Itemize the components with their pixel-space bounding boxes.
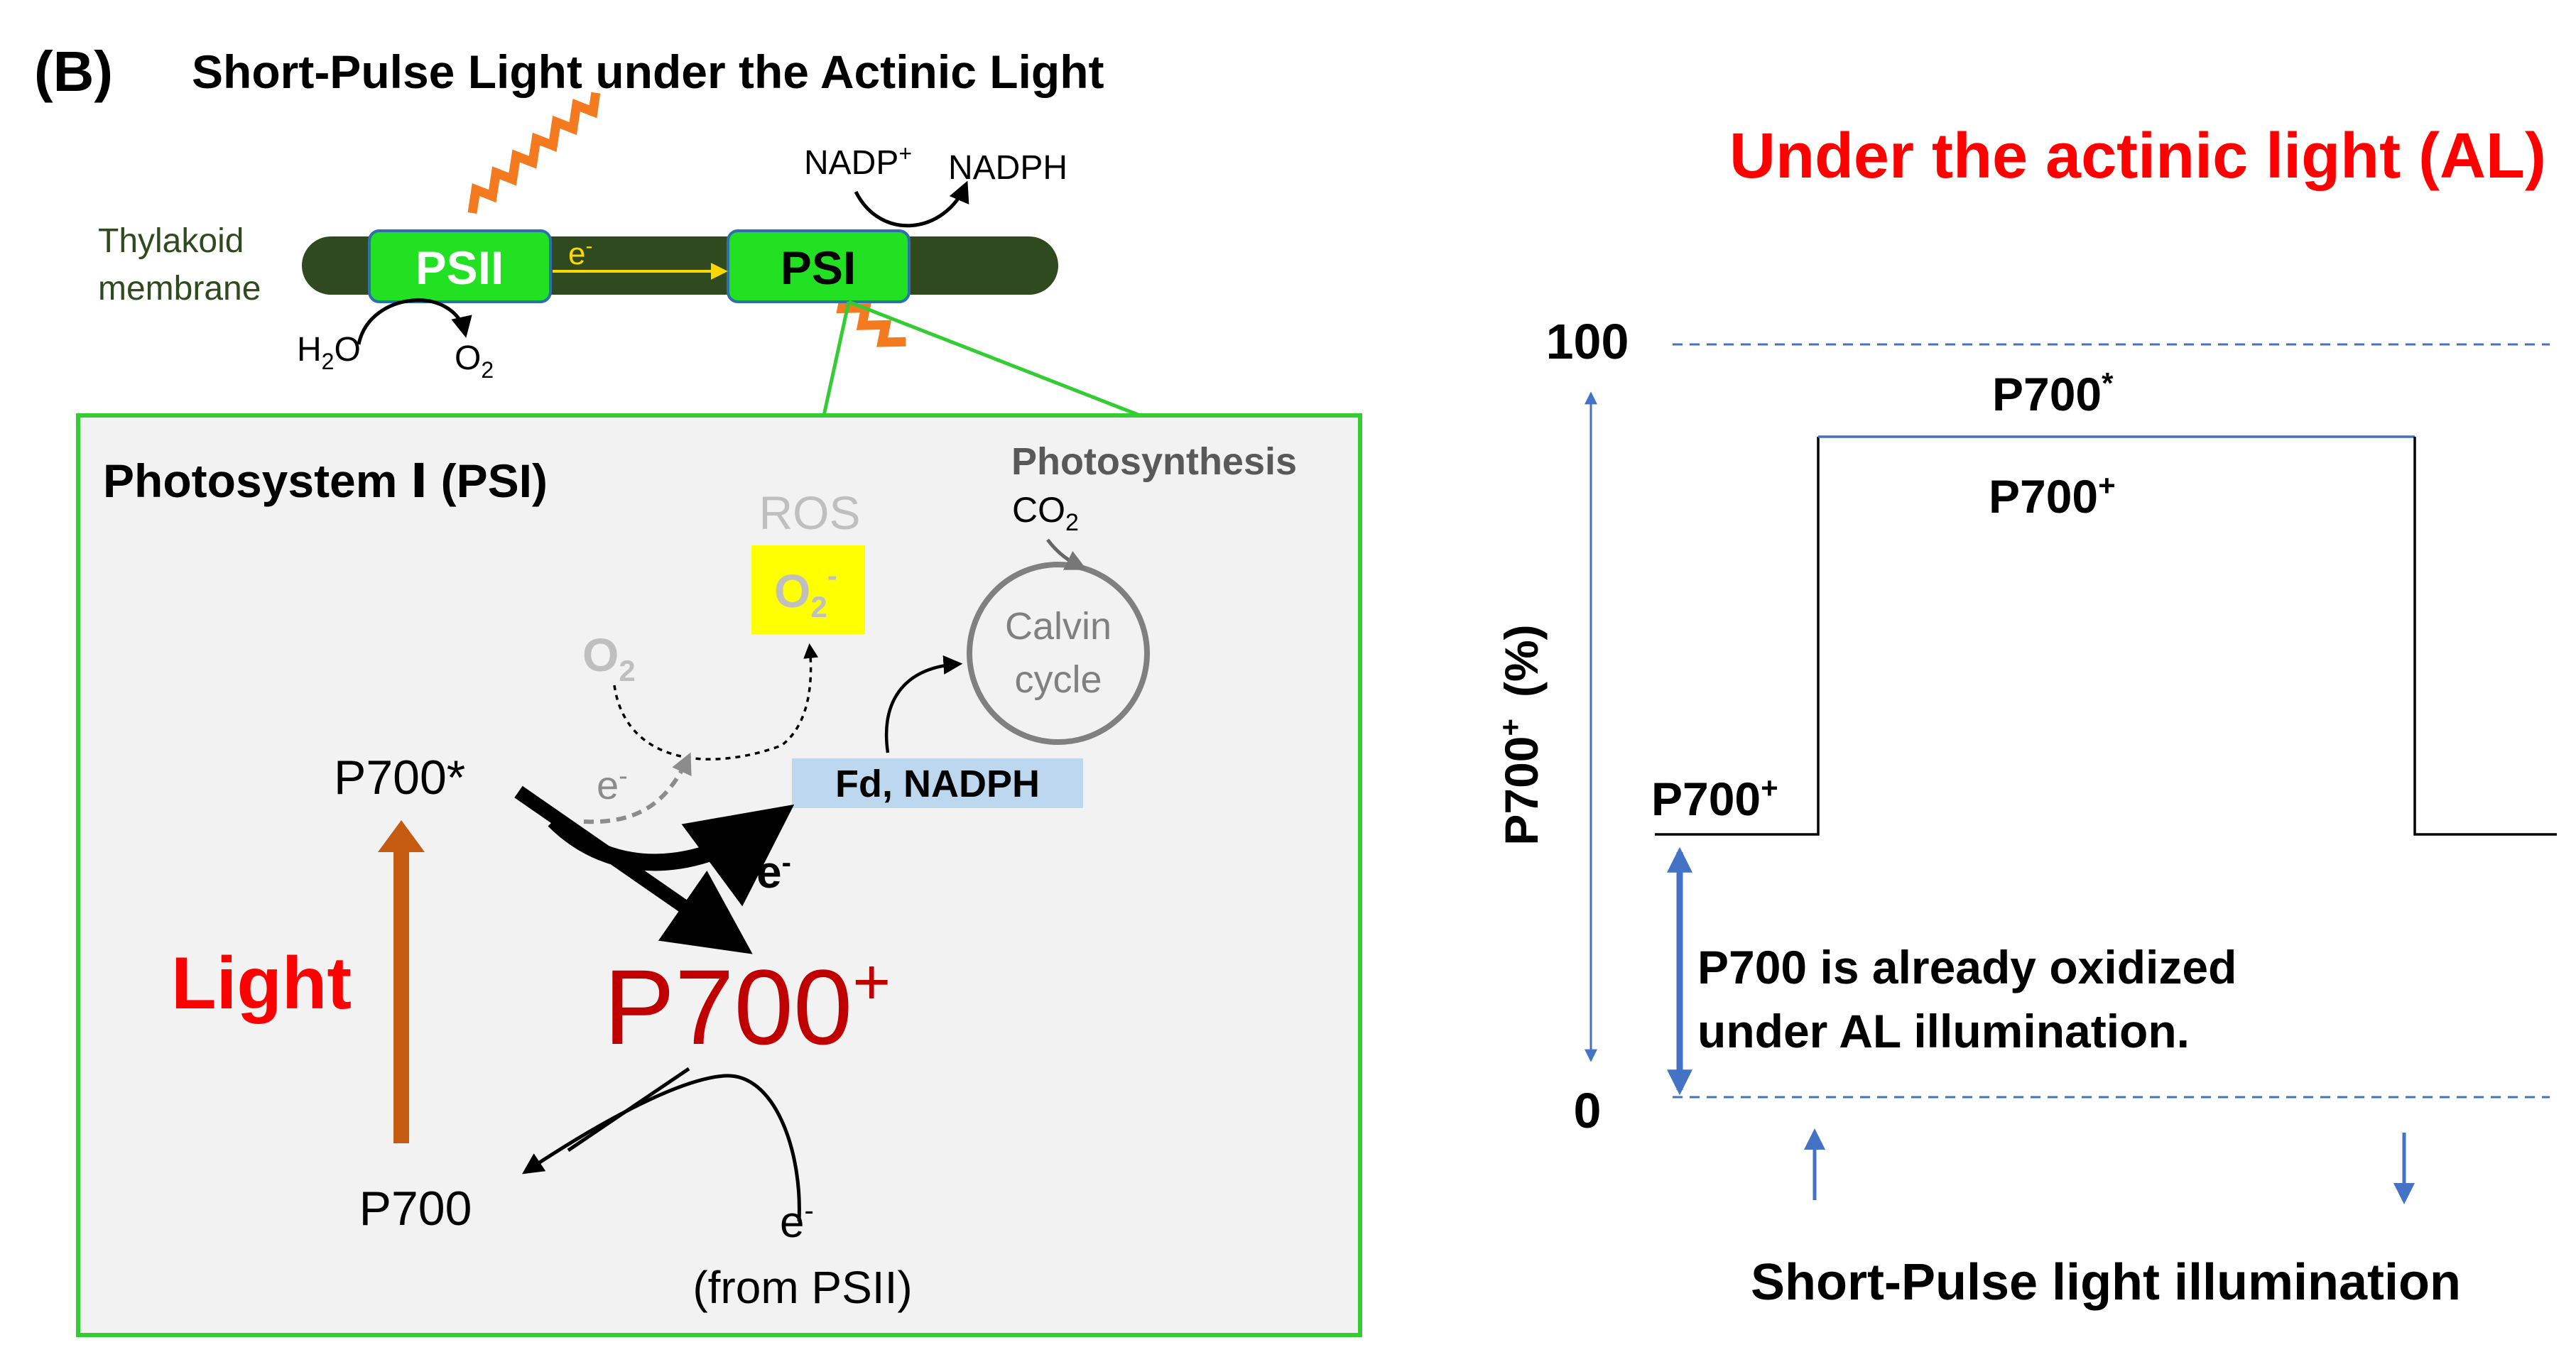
p700-trace-fall [2413, 437, 2557, 836]
reduction-arrow [522, 1074, 801, 1222]
oxidized-note-line1: P700 is already oxidized [1697, 941, 2237, 993]
psi-box-title: Photosystem Ⅰ (PSI) [103, 454, 548, 507]
thylakoid-label-line1: Thylakoid [98, 222, 244, 260]
psii-complex [368, 229, 552, 303]
superoxide-label: O2- [774, 559, 837, 623]
superoxide-box [751, 545, 865, 634]
co2-fixation-arrow [1046, 538, 1087, 570]
oxidation-arrow [514, 785, 753, 954]
electron-leak-label: e- [597, 761, 628, 807]
membrane-electron: e- [568, 234, 592, 271]
p700-excited-peak-label: P700* [1992, 366, 2114, 420]
y-tick-0: 0 [1574, 1083, 1602, 1138]
psi-label: PSI [781, 241, 856, 294]
from-psii-label: (from PSII) [692, 1262, 912, 1313]
photosynthesis-label: Photosynthesis [1011, 440, 1297, 483]
y-axis-label: P700+(%) [1494, 624, 1548, 845]
light-label: Light [171, 942, 352, 1025]
callout-line-left [822, 301, 851, 416]
p700-trace-rise [1655, 437, 1820, 836]
p700-plus-label: P700+ [604, 946, 891, 1067]
p700-label: P700 [359, 1182, 472, 1236]
electron-flow-label-2: e- [756, 846, 791, 898]
light-excitation-arrowhead [378, 820, 425, 852]
electron-leak-arrow [583, 752, 692, 824]
psii-label: PSII [415, 241, 504, 294]
oxygen-substrate-label: O2 [582, 628, 636, 687]
panel-title: Short-Pulse Light under the Actinic Ligh… [192, 45, 1104, 98]
x-caption: Short-Pulse light illumination [1751, 1254, 2461, 1311]
fd-nadph-label: Fd, NADPH [835, 763, 1040, 805]
thylakoid-label-line2: membrane [98, 270, 261, 307]
y-tick-100: 100 [1546, 314, 1629, 369]
water-splitting-arrow [357, 298, 472, 345]
reduction-arrow-branch [567, 1067, 690, 1153]
psi-detail-box [76, 413, 1362, 1337]
electron-flow-label-1: e- [707, 807, 741, 859]
panel-label: (B) [34, 40, 113, 103]
p700-excited-label: P700* [334, 751, 465, 805]
callout-line-right [848, 300, 1141, 418]
right-panel-title: Under the actinic light (AL) [1729, 121, 2546, 192]
nadp-reduction-arrow [854, 180, 969, 228]
co2-label: CO2 [1012, 490, 1079, 536]
water-label: H2O [297, 331, 361, 374]
oxidized-note-line2: under AL illumination. [1697, 1005, 2190, 1057]
p700-plus-peak-label: P700+ [1989, 469, 2116, 523]
electron-from-psii-label: e- [780, 1195, 814, 1247]
nadp-label: NADP+ [804, 141, 912, 182]
fd-to-calvin-arrow [884, 655, 963, 753]
psi-complex [727, 229, 911, 303]
oxygen-label: O2 [455, 339, 494, 383]
nadph-label: NADPH [948, 149, 1067, 187]
calvin-cycle-circle [967, 562, 1150, 745]
p700-plus-baseline-label: P700+ [1651, 771, 1778, 825]
calvin-label-line2: cycle [1014, 658, 1102, 701]
fd-nadph-box [792, 758, 1083, 808]
light-wave-left-icon [467, 92, 601, 214]
ros-label: ROS [759, 486, 860, 539]
calvin-label-line1: Calvin [1005, 605, 1112, 648]
ros-formation-arrow [613, 643, 819, 761]
